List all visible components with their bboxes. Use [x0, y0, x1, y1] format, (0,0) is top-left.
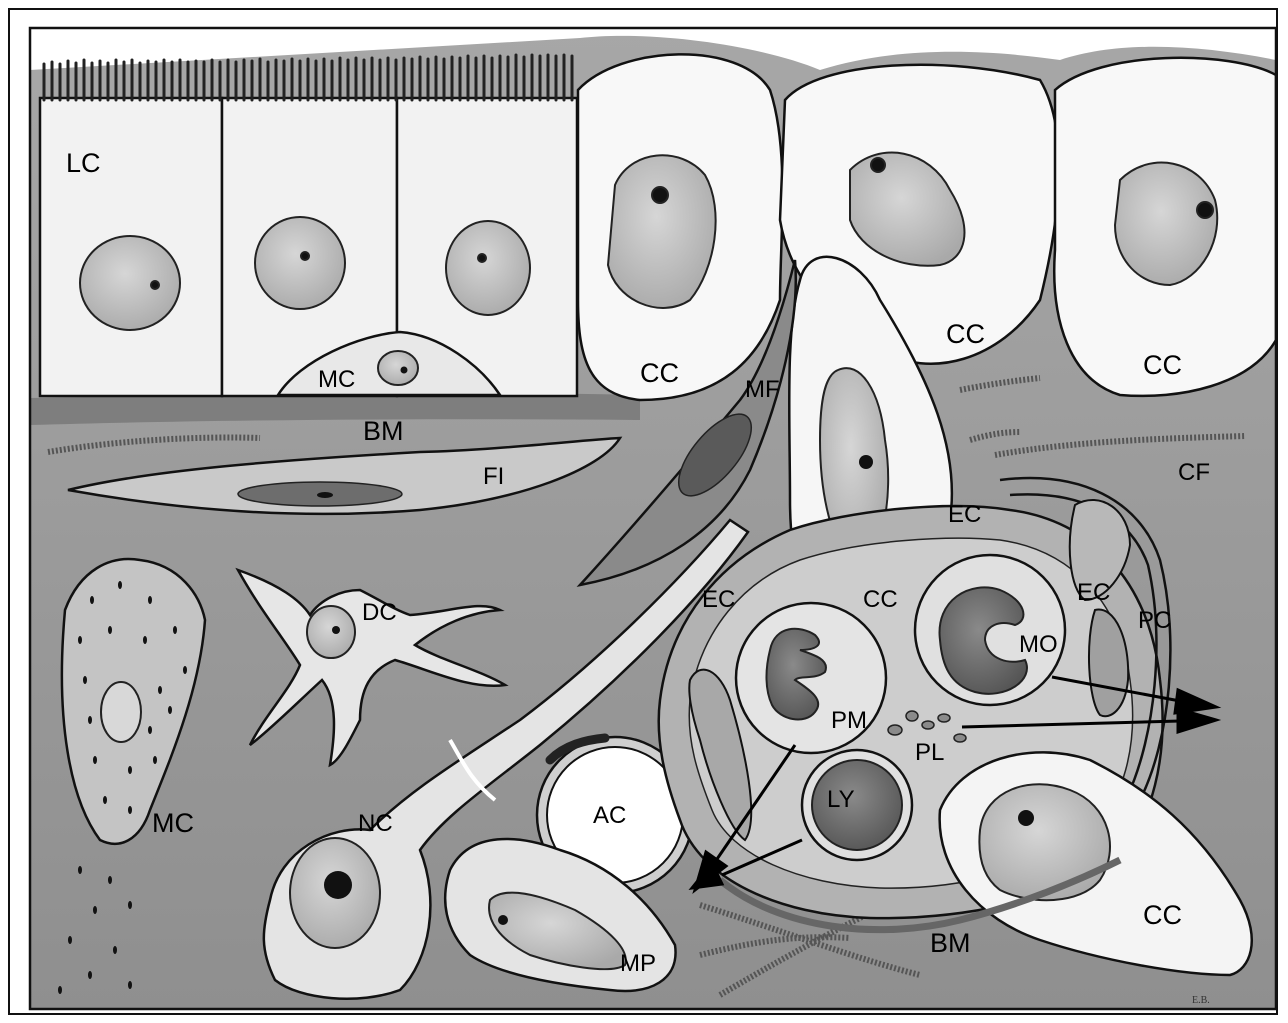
label-mc-left: MC: [152, 810, 194, 837]
label-cc-5: CC: [1143, 902, 1182, 929]
label-mo: MO: [1019, 633, 1058, 657]
label-ec-3: EC: [1077, 581, 1110, 605]
label-nc: NC: [358, 812, 393, 836]
label-pm: PM: [831, 709, 867, 733]
label-mc-top: MC: [318, 368, 355, 392]
label-ly: LY: [827, 788, 855, 812]
label-cc-4: CC: [863, 588, 898, 612]
label-ac: AC: [593, 804, 626, 828]
nucleus-lc-3: [446, 221, 530, 315]
nucleus-lc-1: [80, 236, 180, 330]
label-lc: LC: [66, 150, 101, 177]
label-cc-1: CC: [640, 360, 679, 387]
label-dc: DC: [362, 601, 397, 625]
label-fi: FI: [483, 465, 504, 489]
nucleus-lc-2: [255, 217, 345, 309]
microvilli: [44, 55, 572, 100]
artist-signature: E.B.: [1192, 995, 1210, 1006]
label-cc-2: CC: [946, 321, 985, 348]
label-cf: CF: [1178, 461, 1210, 485]
label-pc: PC: [1138, 609, 1171, 633]
label-bm-bottom: BM: [930, 930, 971, 957]
label-mf: MF: [745, 378, 780, 402]
label-bm-top: BM: [363, 418, 404, 445]
label-mp: MP: [620, 952, 656, 976]
label-ec-2: EC: [702, 588, 735, 612]
label-pl: PL: [915, 741, 944, 765]
label-cc-3: CC: [1143, 352, 1182, 379]
label-ec-1: EC: [948, 503, 981, 527]
